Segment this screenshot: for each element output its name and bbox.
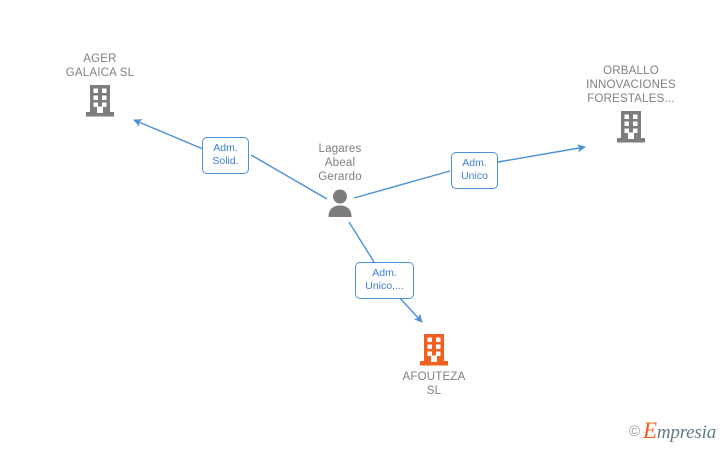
building-icon [420, 334, 448, 366]
node-person-lagares-abeal-gerardo[interactable]: Lagares Abeal Gerardo [265, 142, 415, 218]
edge-segment-person-to-unico2-label [348, 221, 375, 263]
building-icon [86, 85, 114, 117]
edge-label-adm-solid[interactable]: Adm. Solid. [202, 137, 249, 174]
node-label-afouteza: AFOUTEZA SL [402, 371, 466, 397]
edge-segment-person-to-solid-label [250, 154, 328, 200]
empresia-watermark: © Empresia [628, 418, 716, 443]
node-label-orballo: ORBALLO INNOVACIONES FORESTALES... [586, 65, 676, 105]
brand-initial: E [643, 418, 657, 443]
person-icon [328, 189, 352, 217]
edge-label-adm-unico-multi[interactable]: Adm. Unico,... [355, 262, 414, 299]
edge-segment-solid-label-to-ager [133, 119, 204, 150]
copyright-icon: © [628, 423, 641, 440]
node-company-ager[interactable]: AGER GALAICA SL [25, 52, 175, 118]
node-company-orballo[interactable]: ORBALLO INNOVACIONES FORESTALES... [556, 64, 706, 144]
node-label-person: Lagares Abeal Gerardo [318, 143, 362, 183]
brand-rest: mpresia [656, 422, 716, 443]
node-label-ager: AGER GALAICA SL [65, 53, 135, 79]
edge-segment-person-to-unico-label [353, 170, 451, 199]
edge-segment-unico-label-to-orballo [497, 144, 586, 163]
node-company-afouteza[interactable]: AFOUTEZA SL [359, 333, 509, 398]
edge-segment-unico2-label-to-afouteza [396, 294, 423, 323]
edge-label-adm-unico[interactable]: Adm. Unico [451, 152, 498, 189]
brand-wordmark: Empresia [643, 418, 716, 443]
building-icon [617, 111, 645, 143]
